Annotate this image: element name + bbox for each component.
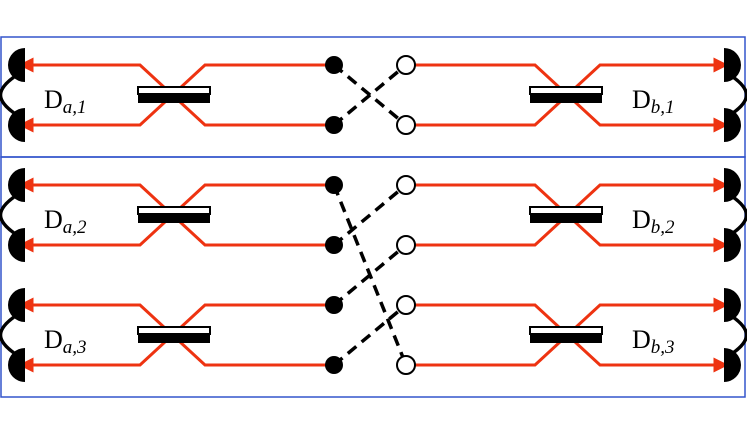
- source-dot: [325, 296, 343, 314]
- photon-pair-connections: [325, 55, 416, 375]
- detector-icon: [724, 168, 741, 202]
- detector-icon: [724, 288, 741, 322]
- receiver-circle: [396, 175, 416, 195]
- beam-splitter: [530, 214, 602, 223]
- detector-coincidence-link: [0, 195, 16, 235]
- beam-splitter: [137, 206, 211, 215]
- beam-splitter: [529, 86, 603, 95]
- receiver-circle: [396, 115, 416, 135]
- interferometer-row-1: [0, 48, 747, 142]
- detector-coincidence-link: [0, 75, 16, 115]
- beam-splitter: [138, 334, 210, 343]
- panel-2-frame: [0, 156, 746, 398]
- source-dot: [325, 176, 343, 194]
- beam-splitter: [530, 334, 602, 343]
- detector-icon: [8, 288, 25, 322]
- detector-icon: [8, 108, 25, 142]
- receiver-circle: [396, 55, 416, 75]
- beam-splitter: [137, 86, 211, 95]
- source-dot: [325, 56, 343, 74]
- beam-splitter: [529, 206, 603, 215]
- detector-icon: [8, 48, 25, 82]
- interferometer-row-2: [0, 168, 747, 262]
- detector-icon: [724, 228, 741, 262]
- source-dot: [325, 236, 343, 254]
- detector-label-b1: Db,1: [632, 85, 675, 118]
- detector-icon: [8, 168, 25, 202]
- photon-pair-link: [332, 243, 408, 307]
- receiver-circle: [396, 295, 416, 315]
- detector-label-b3: Db,3: [632, 325, 675, 358]
- detector-label-a1: Da,1: [44, 85, 87, 118]
- receiver-circle: [396, 235, 416, 255]
- detector-icon: [724, 48, 741, 82]
- receiver-circle: [396, 355, 416, 375]
- photon-pair-link: [332, 303, 408, 367]
- detector-icon: [8, 228, 25, 262]
- detector-label-b2: Db,2: [632, 205, 675, 238]
- detector-icon: [8, 348, 25, 382]
- detector-label-a2: Da,2: [44, 205, 87, 238]
- beam-splitter: [137, 326, 211, 335]
- photon-pair-link: [332, 63, 408, 127]
- source-dot: [325, 116, 343, 134]
- beam-splitter: [138, 94, 210, 103]
- beam-splitter: [530, 94, 602, 103]
- beam-splitter: [529, 326, 603, 335]
- source-dot: [325, 356, 343, 374]
- detector-label-a3: Da,3: [44, 325, 87, 358]
- detector-icon: [724, 108, 741, 142]
- photon-pair-link: [332, 183, 408, 247]
- beam-splitter: [138, 214, 210, 223]
- interferometer-row-3: [0, 288, 747, 382]
- detector-coincidence-link: [0, 315, 16, 355]
- detector-icon: [724, 348, 741, 382]
